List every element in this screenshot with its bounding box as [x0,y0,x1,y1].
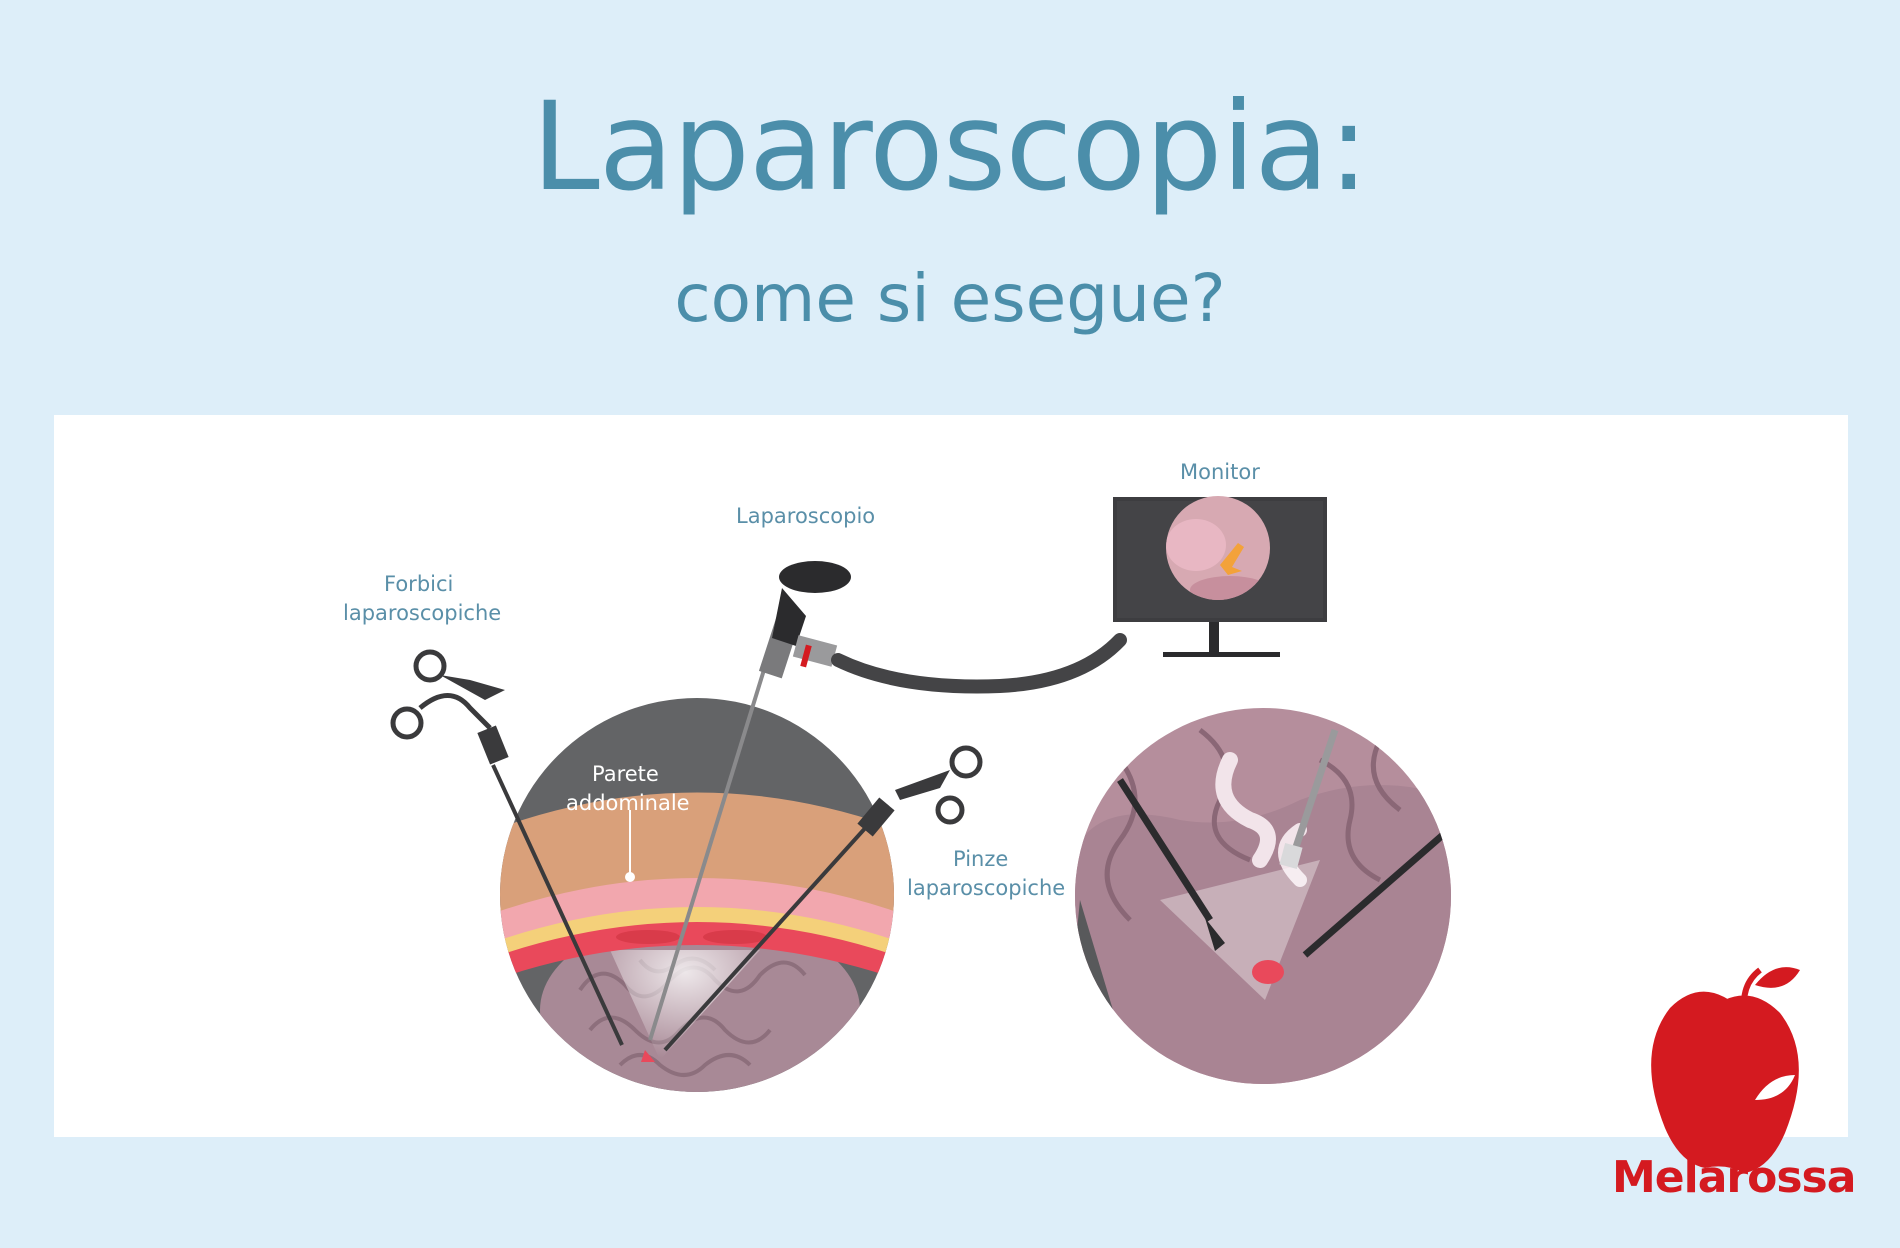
scissors-label-line1: Forbici [384,572,454,596]
page-title: Laparoscopia: [531,76,1370,218]
laparoscope [648,561,1127,1041]
laparoscope-label: Laparoscopio [736,504,876,528]
page-subtitle: come si esegue? [674,260,1226,337]
wall-label-line1: Parete [592,762,659,786]
monitor [1113,496,1327,657]
laparoscopic-forceps [663,745,983,1052]
monitor-label: Monitor [1180,460,1260,484]
illustration-panel [54,415,1848,1137]
scissors-label-line2: laparoscopiche [343,601,502,625]
internal-view [1075,708,1451,1084]
laparoscopic-scissors [390,649,624,1046]
forceps-label-line1: Pinze [953,847,1009,871]
apple-logo-icon [1651,967,1800,1173]
wall-label-line2: addominale [566,791,690,815]
forceps-label-line2: laparoscopiche [907,876,1066,900]
brand-wordmark: Melarossa [1612,1152,1856,1203]
abdomen-cross-section [500,698,894,1092]
